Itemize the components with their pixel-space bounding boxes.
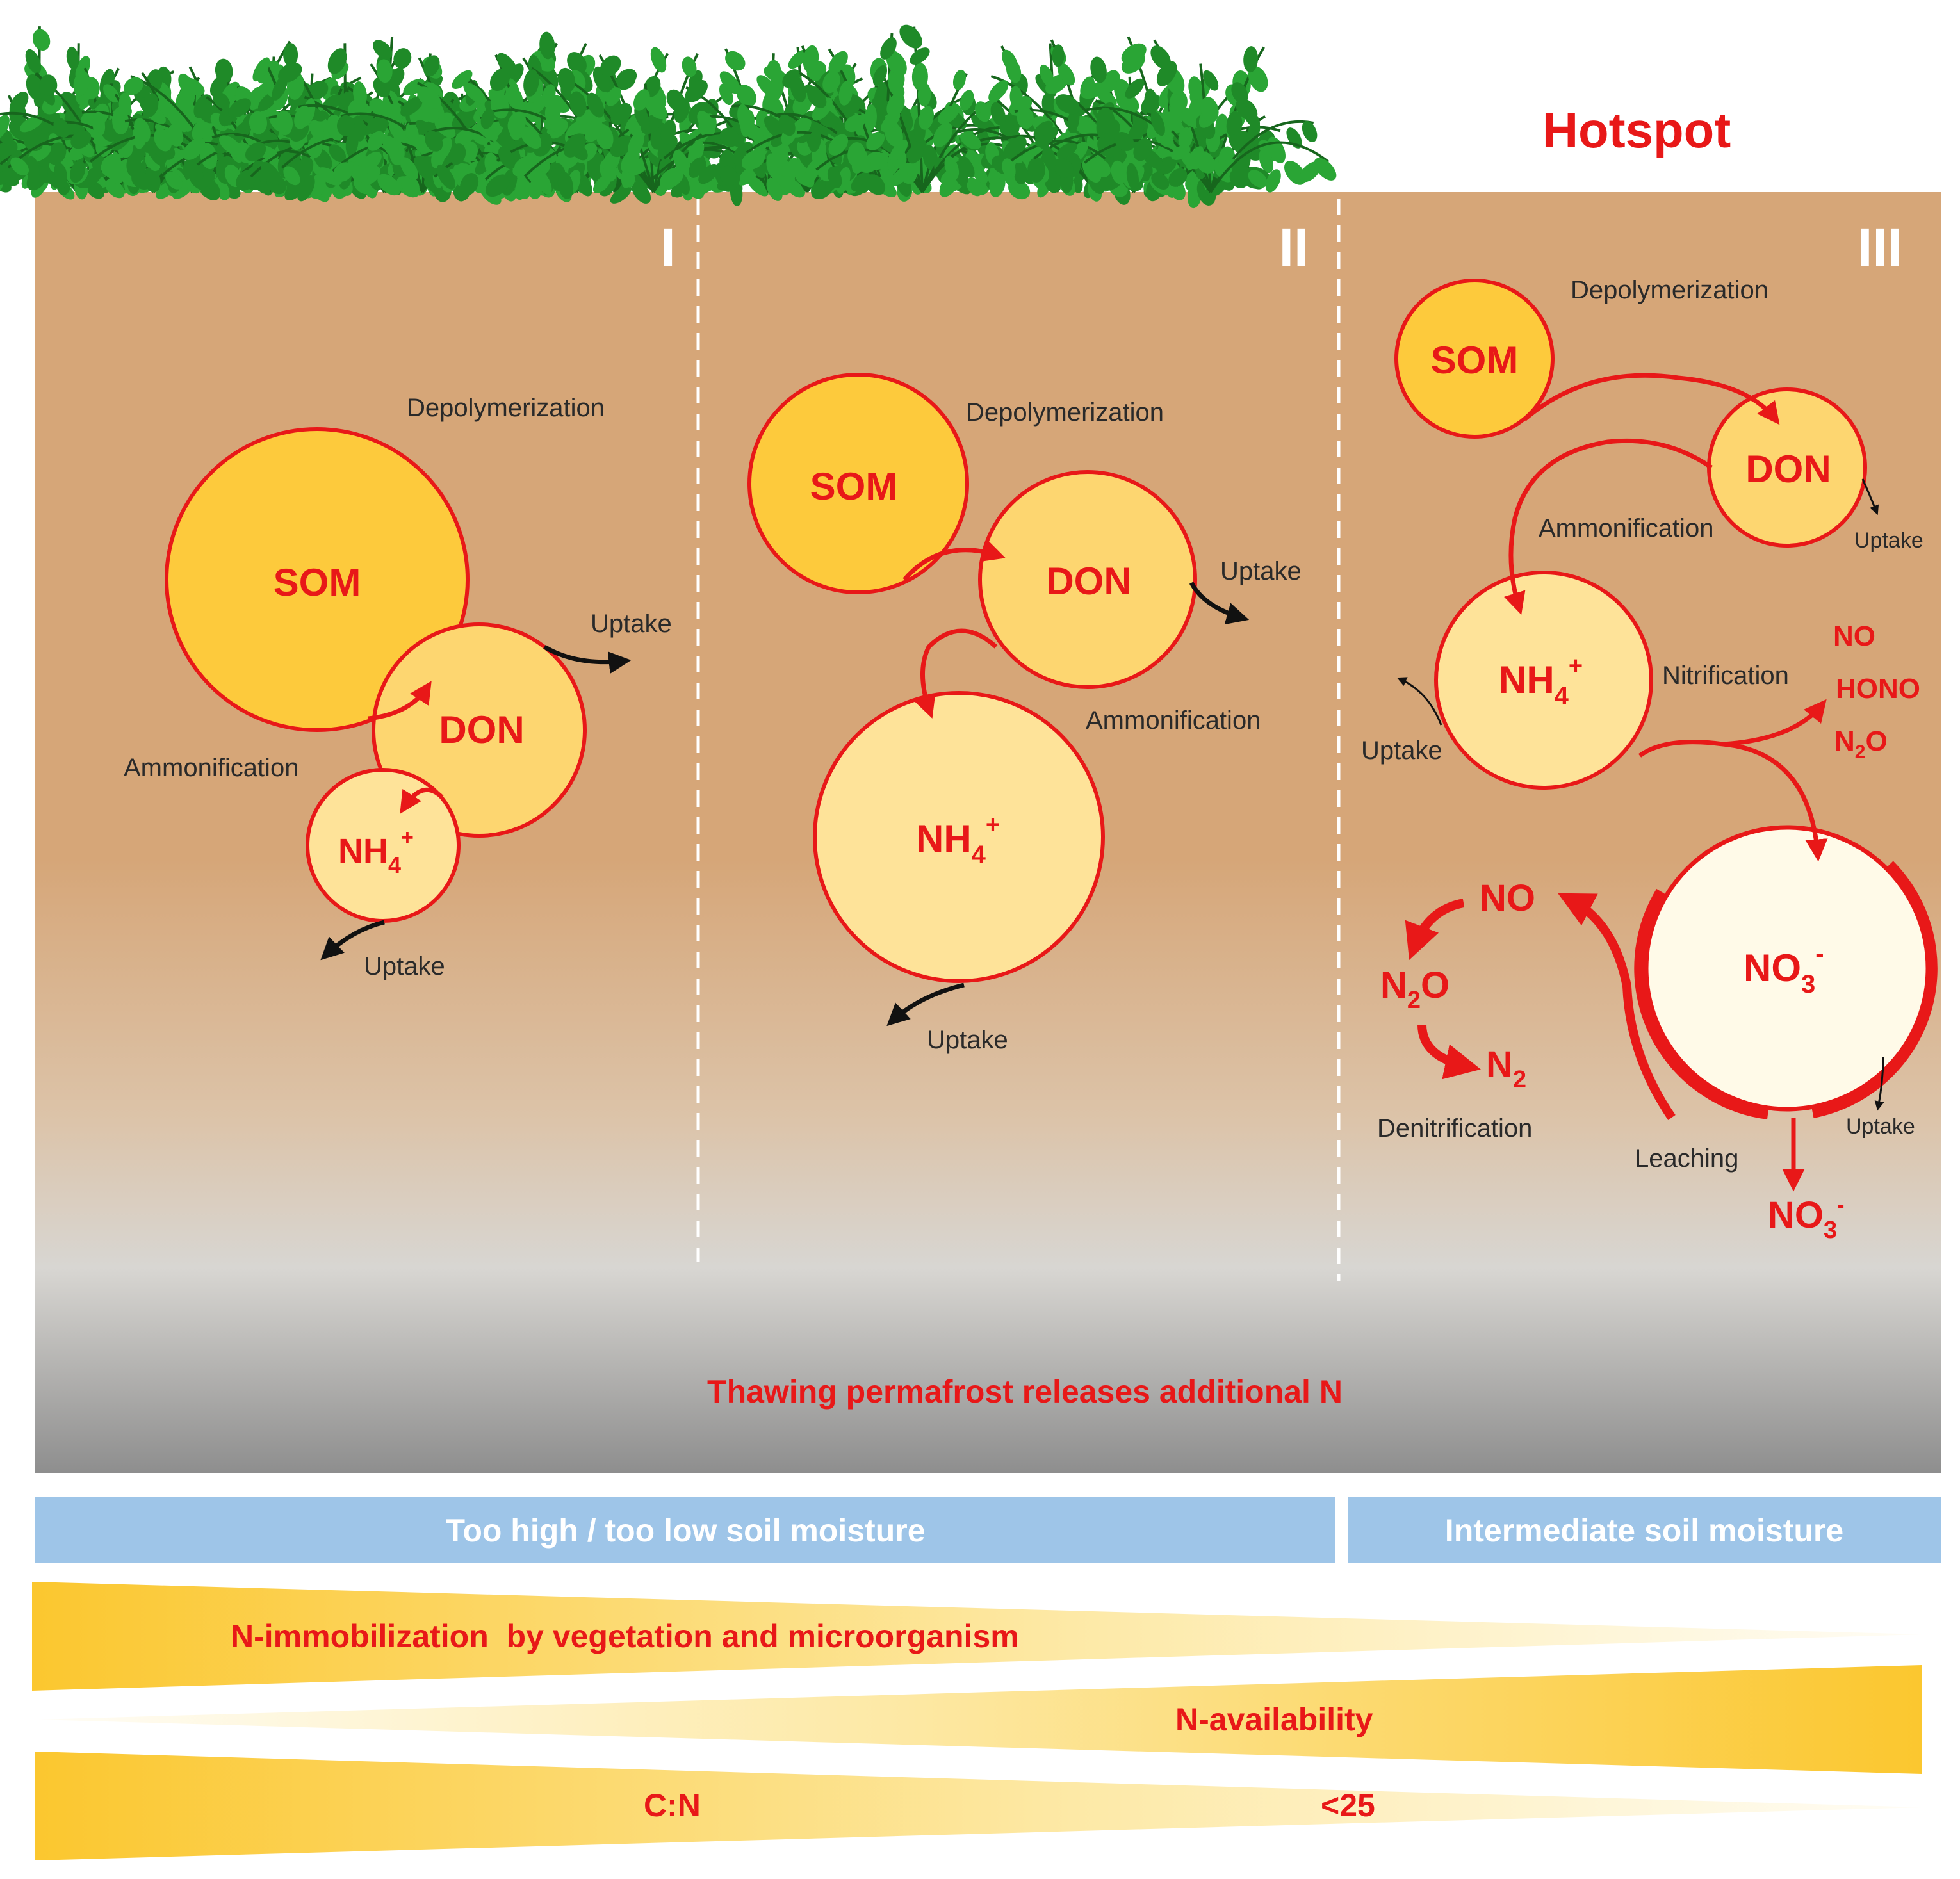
panel-3: SOM DON NH4+ NO3- Depolymerization Ammon… xyxy=(1361,276,1938,1244)
gas-product: HONO xyxy=(1836,673,1920,704)
uptake-label: Uptake xyxy=(1220,557,1302,585)
depolymerization-arrow xyxy=(368,681,432,721)
uptake-arrow xyxy=(1861,478,1879,516)
don-label: DON xyxy=(439,708,524,751)
denitrification-label: Denitrification xyxy=(1377,1114,1532,1143)
depolymerization-label: Depolymerization xyxy=(407,394,605,422)
moisture-label-right: Intermediate soil moisture xyxy=(1445,1513,1843,1549)
uptake-label: Uptake xyxy=(364,952,445,980)
cn-label: C:N xyxy=(644,1787,701,1823)
immobilization-wedge xyxy=(32,1582,1922,1691)
som-label: SOM xyxy=(810,465,898,508)
denitrification-product: N2 xyxy=(1486,1044,1526,1093)
ammonification-label: Ammonification xyxy=(1539,514,1713,542)
nh4-label: NH4+ xyxy=(1499,653,1583,710)
panel-label: II xyxy=(1279,217,1309,277)
moisture-bar-left xyxy=(35,1497,1335,1563)
availability-label: N-availability xyxy=(1175,1702,1373,1737)
leaching-label: Leaching xyxy=(1635,1144,1738,1173)
uptake-arrow xyxy=(543,644,632,674)
vegetation xyxy=(0,24,1337,209)
availability-wedge xyxy=(38,1665,1922,1774)
denitrification-product: NO xyxy=(1480,877,1535,919)
immobilization-label: N-immobilization by vegetation and micro… xyxy=(231,1618,1019,1654)
nh4-pool xyxy=(1434,571,1653,790)
uptake-label: Uptake xyxy=(1846,1114,1915,1139)
ammonification-arrow xyxy=(400,787,444,814)
depolymerization-label: Depolymerization xyxy=(966,398,1164,427)
permafrost-note: Thawing permafrost releases additional N xyxy=(707,1374,1343,1410)
ammonification-label: Ammonification xyxy=(1086,706,1261,735)
uptake-label: Uptake xyxy=(1854,528,1923,553)
hotspot-title: Hotspot xyxy=(1542,102,1731,158)
uptake-label: Uptake xyxy=(591,610,672,638)
panel-label: III xyxy=(1858,217,1902,277)
ammonification-label: Ammonification xyxy=(124,754,298,782)
denitrification-arrow xyxy=(1417,1024,1481,1080)
nitrification-label: Nitrification xyxy=(1662,662,1789,690)
som-pool xyxy=(165,427,470,732)
no3-pool-thick-rim xyxy=(1634,888,1769,1119)
depolymerization-label: Depolymerization xyxy=(1571,276,1768,304)
uptake-arrow xyxy=(1189,582,1250,625)
denitrification-arrow xyxy=(1405,899,1465,960)
don-label: DON xyxy=(1745,448,1831,491)
don-label: DON xyxy=(1046,560,1131,603)
panel-label: I xyxy=(660,217,675,277)
plant-icon xyxy=(1084,39,1337,198)
panel-2: SOM DON NH4+ Depolymerization Ammonifica… xyxy=(747,373,1302,1054)
nh4-label: NH4+ xyxy=(338,826,414,878)
moisture-label-left: Too high / too low soil moisture xyxy=(445,1513,925,1549)
nitrification-arrow xyxy=(1722,742,1828,862)
gas-product: NO xyxy=(1833,621,1875,652)
cn-value: <25 xyxy=(1321,1787,1375,1823)
nh4-pool xyxy=(813,691,1105,983)
nh4-label: NH4+ xyxy=(916,811,1000,869)
som-pool xyxy=(747,373,969,594)
uptake-arrow xyxy=(1396,677,1442,726)
som-pool xyxy=(1394,279,1555,439)
depolymerization-arrow xyxy=(1523,373,1780,425)
uptake-label: Uptake xyxy=(1361,736,1442,765)
moisture-bar-right xyxy=(1348,1497,1941,1563)
panel-1: SOM DON NH4+ Depolymerization Ammonifica… xyxy=(124,394,672,980)
som-label: SOM xyxy=(274,561,361,604)
gas-product: N2O xyxy=(1834,726,1888,763)
ammonification-arrow xyxy=(914,628,998,719)
denitrification-product: N2O xyxy=(1380,964,1450,1014)
cn-wedge xyxy=(35,1752,1922,1860)
uptake-arrow xyxy=(320,920,385,961)
no3-label: NO3- xyxy=(1744,940,1824,998)
uptake-arrow xyxy=(886,982,965,1027)
uptake-arrow xyxy=(1874,1056,1884,1111)
uptake-label: Uptake xyxy=(927,1026,1008,1054)
no3-pool-thick-rim xyxy=(1811,861,1938,1118)
leached-nitrate: NO3- xyxy=(1768,1193,1844,1244)
don-pool xyxy=(978,470,1197,689)
depolymerization-arrow xyxy=(902,540,1006,582)
denitrification-arrow xyxy=(1558,893,1676,1120)
ammonification-arrow xyxy=(1503,438,1713,615)
som-label: SOM xyxy=(1431,339,1519,382)
